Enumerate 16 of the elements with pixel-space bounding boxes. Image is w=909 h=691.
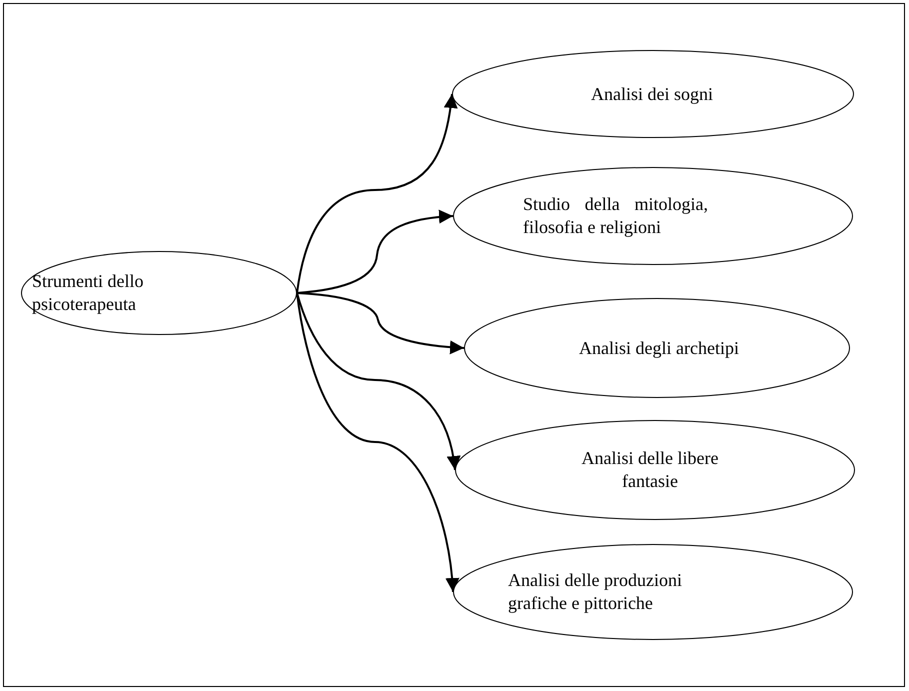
arrow xyxy=(296,292,464,354)
ellipse-node xyxy=(452,50,854,138)
node-label: Analisi delle produzioni grafiche e pittoriche xyxy=(508,569,683,615)
ellipse-node xyxy=(21,251,297,335)
arrow xyxy=(296,292,460,470)
ellipse-node xyxy=(464,298,850,398)
ellipse-node xyxy=(455,420,855,520)
ellipse-node xyxy=(453,544,853,640)
node-label: Studio della mitologia, filosofia e religioni xyxy=(523,193,708,239)
arrow xyxy=(296,94,458,294)
arrow xyxy=(296,292,459,592)
node-label: Strumenti dello psicoterapeuta xyxy=(32,270,144,316)
node-label: Analisi degli archetipi xyxy=(578,336,740,360)
node-label: Analisi delle libere fantasie xyxy=(580,447,720,493)
ellipse-node xyxy=(453,167,853,265)
node-label: Analisi dei sogni xyxy=(590,82,714,106)
